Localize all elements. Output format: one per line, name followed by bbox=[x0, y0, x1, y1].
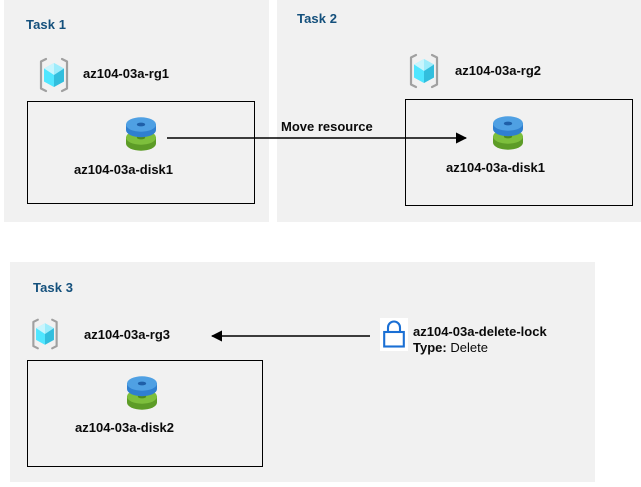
lock-name-label: az104-03a-delete-lock bbox=[413, 324, 547, 339]
resource-box-task-2 bbox=[405, 99, 633, 206]
resource-group-label-rg3: az104-03a-rg3 bbox=[84, 327, 170, 342]
managed-disk-icon bbox=[485, 112, 531, 154]
panel-title-task-3: Task 3 bbox=[33, 280, 74, 295]
managed-disk-icon bbox=[118, 113, 164, 155]
resource-group-icon bbox=[28, 317, 62, 351]
resource-box-task-1 bbox=[27, 101, 255, 204]
resource-label-disk2-task3: az104-03a-disk2 bbox=[75, 420, 175, 435]
resource-group-label-rg1: az104-03a-rg1 bbox=[83, 66, 169, 81]
resource-group-icon bbox=[35, 56, 73, 94]
lock-type-key: Type: bbox=[413, 340, 447, 355]
lock-type-value: Delete bbox=[450, 340, 488, 355]
resource-label-disk1-task1: az104-03a-disk1 bbox=[74, 162, 174, 177]
panel-title-task-1: Task 1 bbox=[26, 17, 67, 32]
resource-label-disk1-task2: az104-03a-disk1 bbox=[446, 160, 546, 175]
managed-disk-icon bbox=[119, 372, 165, 414]
panel-title-task-2: Task 2 bbox=[297, 11, 338, 26]
lock-type-line: Type: Delete bbox=[413, 340, 488, 355]
resource-group-label-rg2: az104-03a-rg2 bbox=[455, 63, 541, 78]
connector-label-move-resource: Move resource bbox=[281, 119, 373, 134]
resource-group-icon bbox=[405, 52, 443, 90]
lock-icon bbox=[380, 318, 408, 351]
